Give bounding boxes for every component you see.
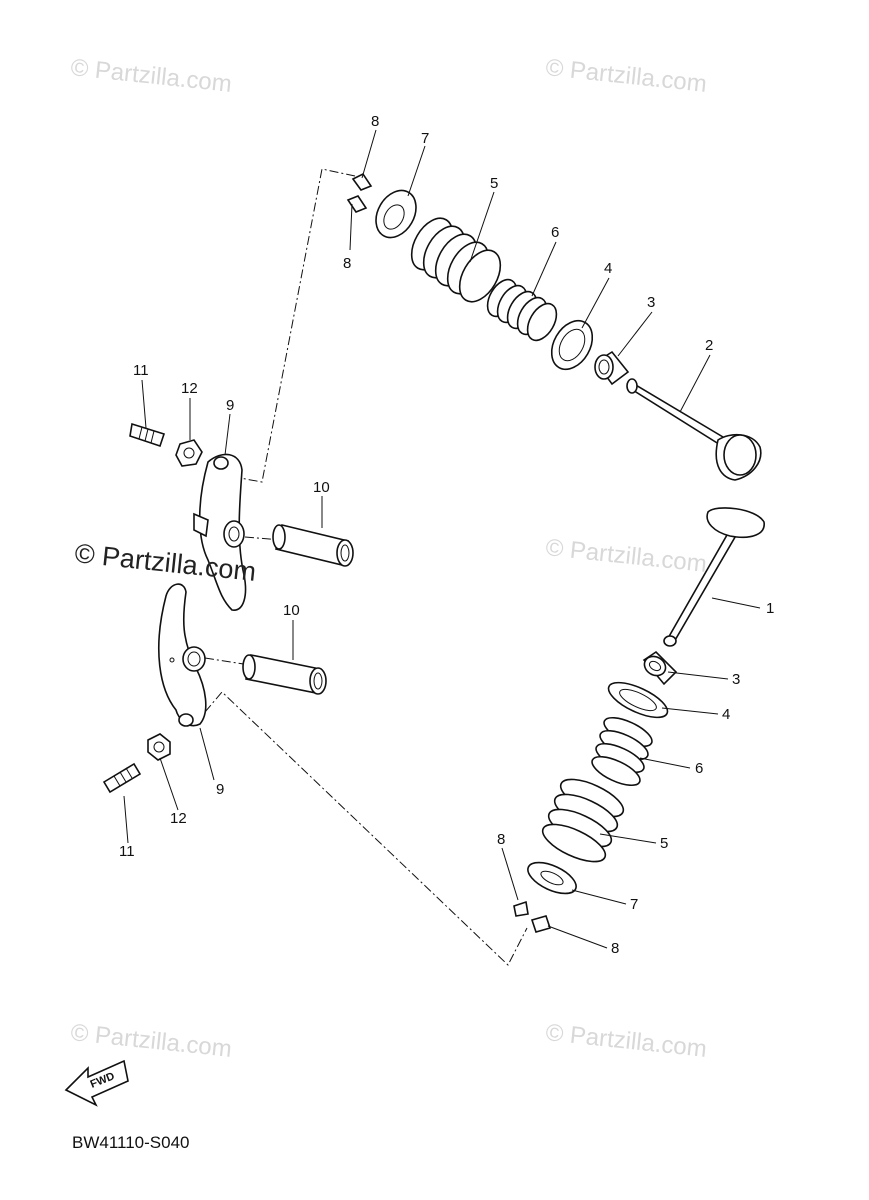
callout-labels: 8 8 7 5 6 4 3 2 11 12 9 10 10 1 3 4 6 5 …: [119, 113, 774, 957]
assembly-line-upper: [239, 168, 356, 483]
outer-spring-lower: [541, 778, 625, 863]
adjust-screw-lower: [102, 762, 142, 794]
assembly-line-lower: [204, 691, 528, 966]
callout-8: 8: [497, 831, 505, 848]
callout-7: 7: [421, 130, 429, 147]
callout-1: 1: [766, 600, 774, 617]
rocker-shaft-upper: [272, 524, 354, 567]
locknut-lower: [147, 733, 171, 761]
cotter-lower: [513, 900, 552, 933]
retainer-lower: [527, 861, 577, 895]
callout-11: 11: [119, 843, 135, 860]
watermark-top-right: © Partzilla.com: [544, 54, 708, 98]
callout-5: 5: [490, 175, 498, 192]
callout-9: 9: [216, 781, 224, 798]
callout-4: 4: [604, 260, 612, 277]
cotter-upper: [346, 172, 373, 213]
spring-seat-upper: [550, 319, 594, 371]
diagram-code: BW41110-S040: [72, 1133, 190, 1152]
callout-8: 8: [371, 113, 379, 130]
valve-stem-seal-upper: [594, 350, 630, 386]
callout-6: 6: [695, 760, 703, 777]
callout-3: 3: [647, 294, 655, 311]
callout-8: 8: [611, 940, 619, 957]
callout-6: 6: [551, 224, 559, 241]
leader-lines: [123, 129, 761, 949]
watermark-bottom-left: © Partzilla.com: [69, 1019, 233, 1063]
outer-spring-upper: [410, 217, 502, 303]
callout-12: 12: [170, 810, 187, 827]
callout-4: 4: [722, 706, 730, 723]
valve-stem-seal-lower: [642, 650, 678, 686]
locknut-upper: [175, 439, 203, 467]
retainer-upper: [375, 189, 417, 239]
callout-3: 3: [732, 671, 740, 688]
valve-upper: [626, 378, 762, 481]
callout-5: 5: [660, 835, 668, 852]
spring-seat-lower: [607, 681, 669, 719]
inner-spring-upper: [486, 278, 558, 342]
fwd-arrow-icon: FWD: [64, 1059, 129, 1107]
rocker-arm-lower: [158, 583, 207, 727]
valve-lower: [663, 507, 765, 647]
watermark-mid-right: © Partzilla.com: [544, 534, 708, 578]
rocker-arm-upper: [193, 453, 247, 611]
callout-10: 10: [313, 479, 330, 496]
callout-7: 7: [630, 896, 638, 913]
callout-12: 12: [181, 380, 198, 397]
rocker-shaft-lower: [242, 654, 327, 695]
callout-11: 11: [133, 362, 149, 379]
watermark-bottom-right: © Partzilla.com: [544, 1019, 708, 1063]
inner-spring-lower: [591, 716, 653, 787]
adjust-screw-upper: [129, 422, 166, 448]
watermark-top-left: © Partzilla.com: [69, 54, 233, 98]
callout-2: 2: [705, 337, 713, 354]
callout-10: 10: [283, 602, 300, 619]
callout-8: 8: [343, 255, 351, 272]
callout-9: 9: [226, 397, 234, 414]
